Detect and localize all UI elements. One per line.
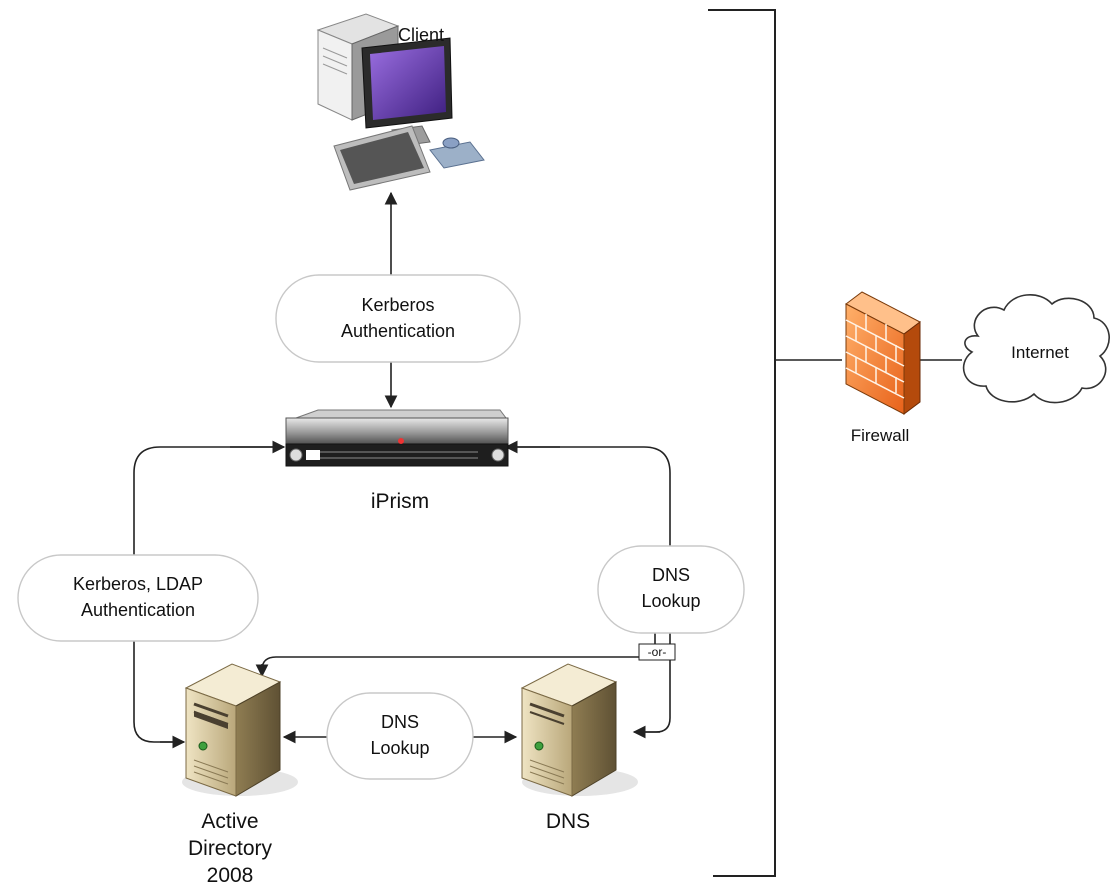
- client-label: Client: [398, 25, 445, 45]
- active-directory-line-1: Active: [201, 810, 259, 833]
- active-directory-label: Active Directory 2008: [150, 808, 310, 889]
- dns-lookup-right-bubble: [597, 545, 745, 634]
- kerberos-ldap-bubble-text: Kerberos, LDAP Authentication: [18, 571, 258, 623]
- kerberos-ldap-bubble: [17, 554, 259, 642]
- tower-server-icon-ad: [182, 663, 298, 797]
- firewall-label: Firewall: [850, 426, 910, 445]
- kerberos-bubble-text: Kerberos Authentication: [276, 292, 520, 344]
- dns-lookup-right-line-1: DNS: [651, 565, 690, 585]
- or-branch-connector: [261, 632, 656, 671]
- kerberos-ldap-bubble-line-1: Kerberos, LDAP: [72, 574, 204, 594]
- active-directory-line-2: Directory: [187, 837, 272, 860]
- dns-lookup-bottom-line-1: DNS: [380, 712, 419, 732]
- brick-firewall-icon: [845, 291, 921, 415]
- dns-lookup-bottom-bubble: [326, 692, 474, 780]
- tower-server-icon-dns: [520, 663, 638, 797]
- desktop-computer-icon: [316, 13, 485, 191]
- active-directory-line-3: 2008: [206, 864, 254, 887]
- dns-label: DNS: [545, 810, 591, 833]
- ad-iprism-left-connector: [133, 446, 282, 743]
- iprism-label: iPrism: [370, 490, 430, 513]
- dns-lookup-bottom-line-2: Lookup: [370, 738, 430, 758]
- cloud-icon: [962, 294, 1110, 404]
- or-note: -or-: [647, 645, 667, 659]
- kerberos-bubble: [275, 274, 521, 363]
- kerberos-bubble-line-1: Kerberos: [361, 295, 435, 315]
- dns-lookup-right-line-2: Lookup: [641, 591, 701, 611]
- or-note-box: [638, 643, 676, 661]
- rack-server-icon: [285, 409, 509, 467]
- kerberos-ldap-bubble-line-2: Authentication: [80, 600, 196, 620]
- network-boundary-bracket: [708, 9, 776, 877]
- dns-lookup-right-bubble-text: DNS Lookup: [598, 562, 744, 614]
- dns-lookup-bottom-bubble-text: DNS Lookup: [327, 709, 473, 761]
- internet-label: Internet: [1011, 343, 1069, 362]
- kerberos-bubble-line-2: Authentication: [340, 321, 456, 341]
